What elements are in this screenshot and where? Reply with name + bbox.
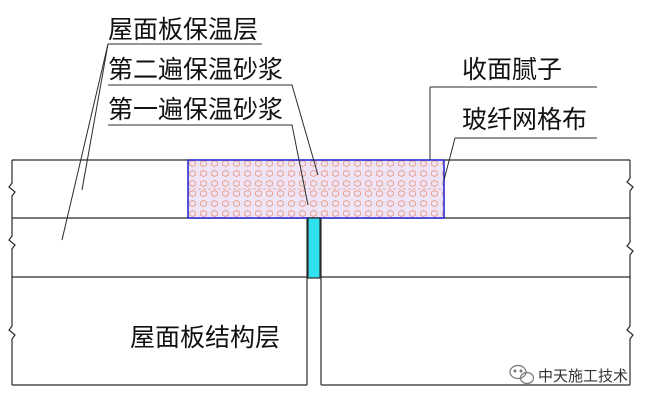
leader-lines	[61, 43, 597, 241]
watermark: 中天施工技术	[509, 364, 628, 385]
joint-filler	[307, 217, 321, 279]
watermark-text: 中天施工技术	[538, 367, 628, 385]
break-marks	[8, 160, 634, 385]
leader-finish-putty	[429, 86, 597, 160]
label-fiberglass-mesh: 玻纤网格布	[462, 105, 587, 134]
mortar-repair-block	[187, 159, 445, 219]
leader-insulation-top	[81, 43, 109, 191]
leader-mortar-first	[108, 124, 309, 206]
label-mortar-first: 第一遍保温砂浆	[108, 95, 283, 124]
label-mortar-second: 第二遍保温砂浆	[108, 55, 283, 84]
label-structure-layer: 屋面板结构层	[130, 323, 280, 352]
leader-fiberglass-mesh	[443, 137, 597, 181]
leader-insulation-bottom	[61, 43, 109, 241]
label-insulation-layer: 屋面板保温层	[108, 15, 258, 44]
leader-mortar-second	[108, 84, 319, 176]
slab-gap-edges	[306, 218, 322, 385]
label-finish-putty: 收面腻子	[462, 55, 562, 84]
wechat-icon	[509, 364, 535, 385]
